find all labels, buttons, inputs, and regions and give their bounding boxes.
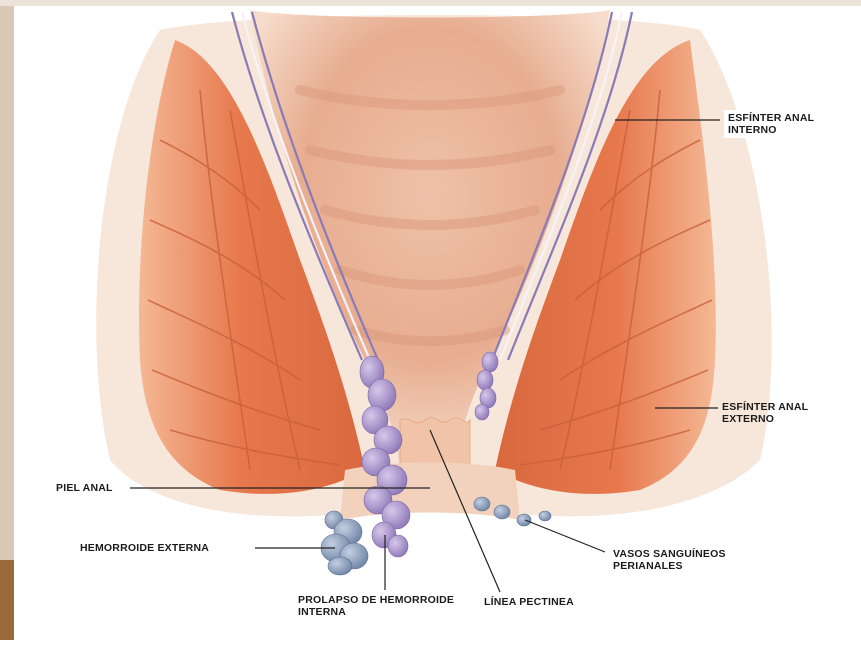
label-vasos-line2: PERIANALES — [613, 560, 726, 572]
label-esfinter-externo-line2: EXTERNO — [722, 413, 808, 425]
label-esfinter-interno: ESFÍNTER ANAL INTERNO — [724, 110, 818, 138]
label-hemorroide-externa: HEMORROIDE EXTERNA — [80, 542, 209, 554]
label-esfinter-interno-line2: INTERNO — [728, 124, 814, 136]
label-esfinter-externo-line1: ESFÍNTER ANAL — [722, 401, 808, 413]
label-esfinter-externo: ESFÍNTER ANAL EXTERNO — [722, 401, 808, 425]
label-prolapso-line2: INTERNA — [298, 606, 454, 618]
label-prolapso: PROLAPSO DE HEMORROIDE INTERNA — [298, 594, 454, 618]
label-vasos: VASOS SANGUÍNEOS PERIANALES — [613, 548, 726, 572]
label-piel-anal: PIEL ANAL — [56, 482, 113, 494]
leader-vasos — [525, 520, 605, 552]
pectinate-line — [400, 418, 470, 470]
background-left-strip — [0, 0, 14, 640]
label-esfinter-interno-line1: ESFÍNTER ANAL — [728, 112, 814, 124]
background-bottom-left — [0, 560, 14, 640]
external-hemorrhoid-cluster — [321, 511, 368, 575]
label-linea-pectinea: LÍNEA PECTINEA — [484, 596, 574, 608]
label-vasos-line1: VASOS SANGUÍNEOS — [613, 548, 726, 560]
label-prolapso-line1: PROLAPSO DE HEMORROIDE — [298, 594, 454, 606]
background-top-strip — [0, 0, 861, 6]
